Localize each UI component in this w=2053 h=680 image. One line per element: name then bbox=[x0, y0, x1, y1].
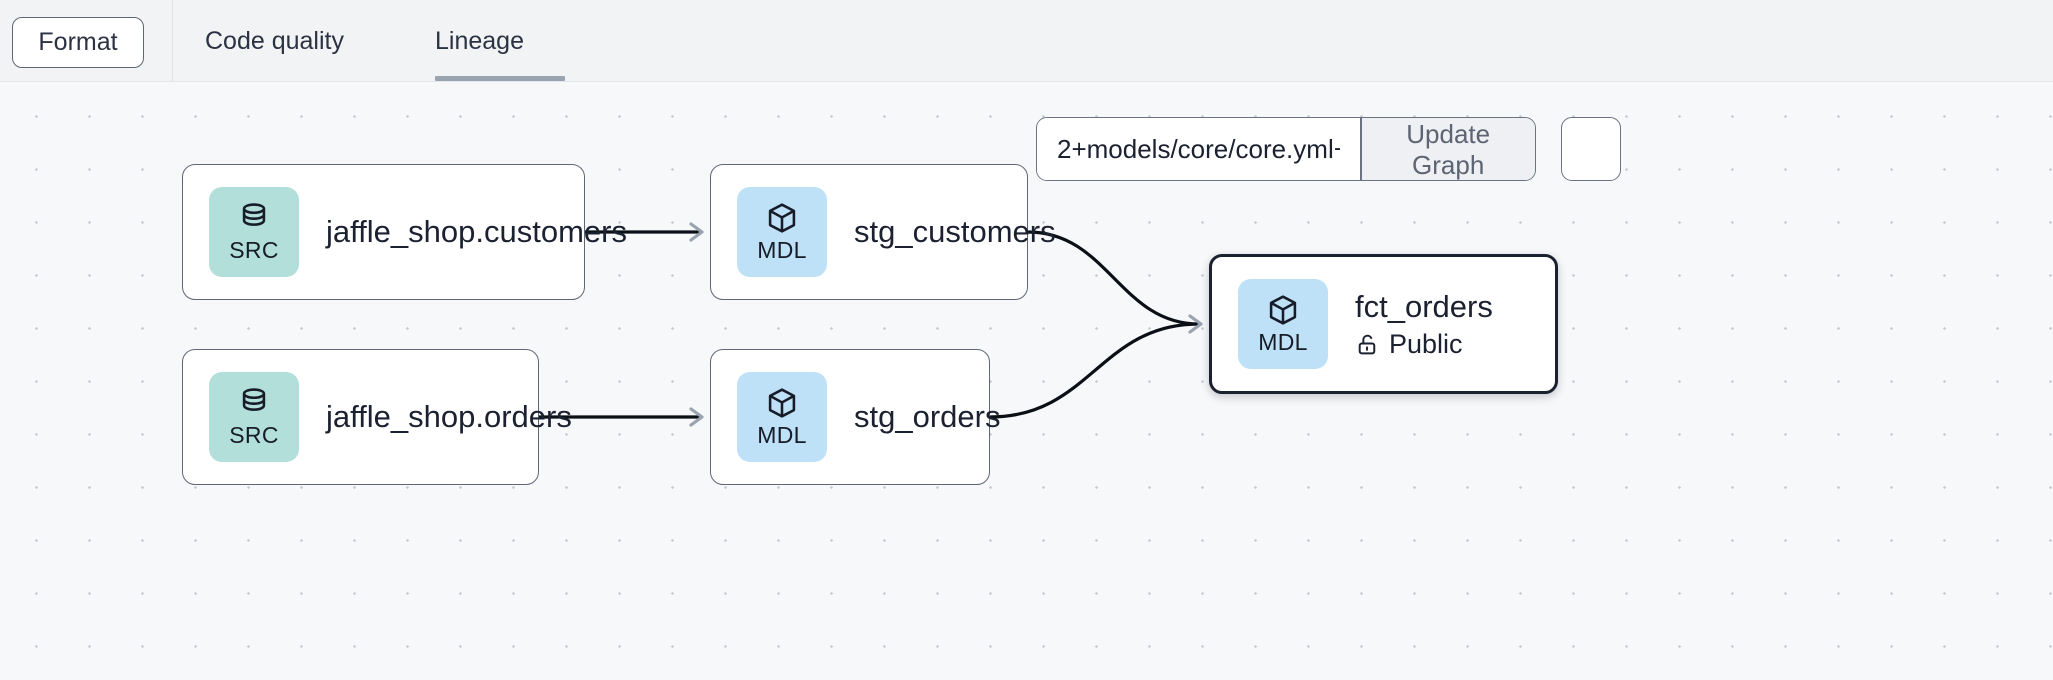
badge-mdl-label: MDL bbox=[757, 236, 807, 263]
badge-src-label: SRC bbox=[229, 236, 279, 263]
node-title: jaffle_shop.customers bbox=[326, 214, 627, 250]
node-body: jaffle_shop.orders bbox=[326, 398, 572, 436]
update-graph-button[interactable]: Update Graph bbox=[1361, 118, 1535, 180]
node-src-customers[interactable]: SRC jaffle_shop.customers bbox=[182, 164, 627, 300]
badge-mdl: MDL bbox=[737, 187, 827, 277]
arrowhead-fct-orders bbox=[1188, 314, 1203, 334]
format-button[interactable]: Format bbox=[12, 17, 144, 68]
arrowhead-stg-customers bbox=[689, 222, 704, 242]
cube-icon bbox=[768, 202, 796, 233]
badge-src: SRC bbox=[209, 372, 299, 462]
node-title: stg_customers bbox=[854, 214, 1056, 250]
node-stg-customers[interactable]: MDL stg_customers bbox=[710, 164, 1056, 300]
node-body: stg_orders bbox=[854, 398, 1000, 436]
badge-src-label: SRC bbox=[229, 421, 279, 448]
cube-icon bbox=[768, 387, 796, 418]
node-title: fct_orders bbox=[1355, 288, 1493, 324]
badge-mdl: MDL bbox=[1238, 279, 1328, 369]
overflow-control[interactable] bbox=[1561, 117, 1621, 181]
toolbar-divider bbox=[172, 0, 173, 82]
node-access-label: Public bbox=[1389, 329, 1463, 360]
node-body: fct_orders Public bbox=[1355, 288, 1493, 361]
toolbar: Format Code quality Lineage bbox=[0, 0, 2053, 82]
node-src-orders[interactable]: SRC jaffle_shop.orders bbox=[182, 349, 572, 485]
database-icon bbox=[242, 202, 266, 226]
cube-icon bbox=[1269, 294, 1297, 325]
node-body: stg_customers bbox=[854, 213, 1056, 251]
badge-mdl: MDL bbox=[737, 372, 827, 462]
node-access: Public bbox=[1355, 329, 1493, 360]
tab-code-quality[interactable]: Code quality bbox=[205, 26, 344, 55]
selector-bar: Update Graph bbox=[1036, 117, 1536, 181]
database-icon bbox=[242, 387, 266, 411]
badge-mdl-label: MDL bbox=[1258, 328, 1308, 355]
selector-divider bbox=[1360, 118, 1362, 180]
node-fct-orders[interactable]: MDL fct_orders Public bbox=[1209, 254, 1558, 394]
node-title: stg_orders bbox=[854, 399, 1001, 435]
selector-input[interactable] bbox=[1037, 118, 1360, 180]
lineage-canvas[interactable]: SRC jaffle_shop.customers SRC jaffle_sho… bbox=[0, 82, 2053, 680]
badge-mdl-label: MDL bbox=[757, 421, 807, 448]
active-tab-indicator bbox=[435, 76, 565, 81]
tab-lineage[interactable]: Lineage bbox=[435, 26, 524, 55]
arrowhead-stg-orders bbox=[689, 407, 704, 427]
badge-src: SRC bbox=[209, 187, 299, 277]
edge-stg-orders-to-fct-orders bbox=[989, 322, 1200, 419]
node-body: jaffle_shop.customers bbox=[326, 213, 627, 251]
node-title: jaffle_shop.orders bbox=[326, 399, 572, 435]
unlock-icon bbox=[1358, 335, 1376, 355]
node-stg-orders[interactable]: MDL stg_orders bbox=[710, 349, 1000, 485]
